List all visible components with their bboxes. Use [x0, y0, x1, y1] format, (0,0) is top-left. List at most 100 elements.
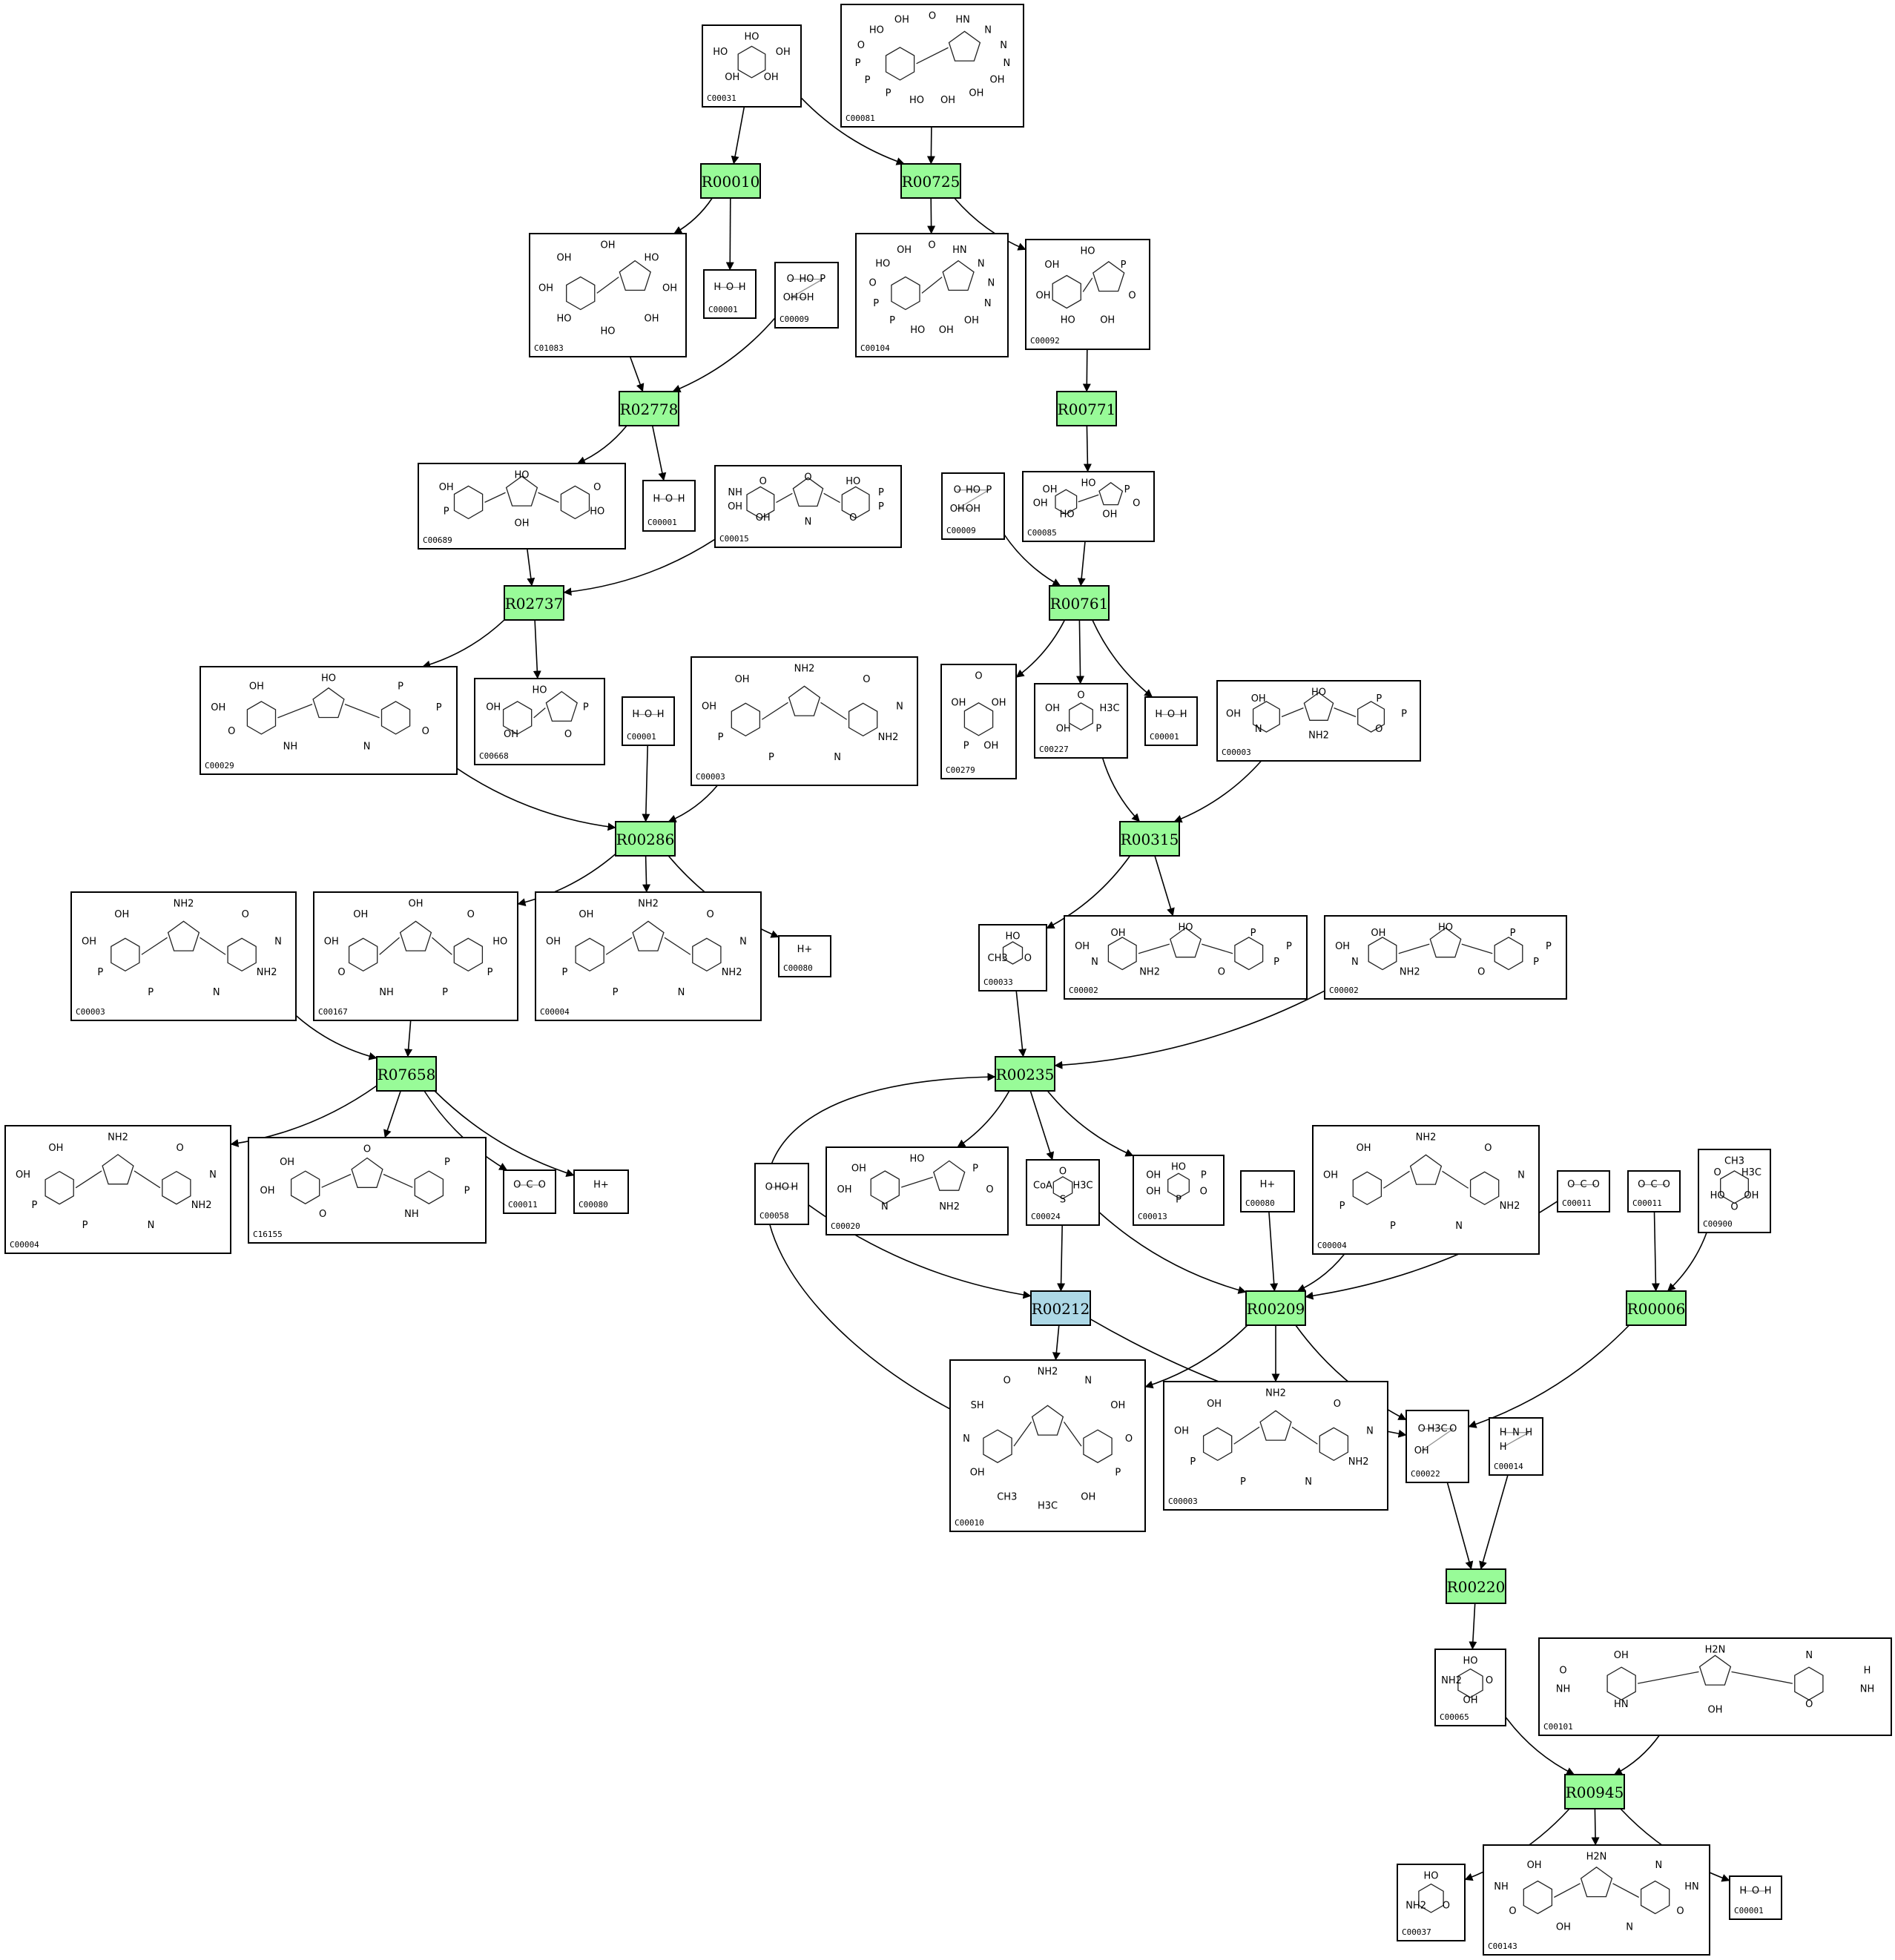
reaction-box[interactable] — [700, 163, 761, 199]
reaction-node[interactable]: R00010 — [700, 163, 761, 199]
reaction-node[interactable]: R00945 — [1564, 1774, 1625, 1809]
compound-box[interactable] — [702, 24, 802, 108]
compound-box[interactable] — [474, 678, 605, 765]
compound-box[interactable] — [1216, 680, 1421, 762]
compound-box[interactable] — [1405, 1410, 1469, 1483]
compound-box[interactable] — [70, 891, 297, 1021]
compound-box[interactable] — [1133, 1155, 1225, 1226]
compound-box[interactable] — [1434, 1649, 1506, 1726]
compound-box[interactable] — [825, 1146, 1009, 1235]
reaction-node[interactable]: R00771 — [1056, 391, 1117, 426]
compound-box[interactable] — [1729, 1875, 1782, 1920]
compound-box[interactable] — [622, 696, 675, 746]
compound-box[interactable] — [1627, 1170, 1681, 1212]
reaction-node[interactable]: R00286 — [615, 821, 676, 857]
reaction-box[interactable] — [1446, 1568, 1506, 1604]
compound-box[interactable] — [503, 1169, 556, 1214]
reaction-box[interactable] — [615, 821, 676, 857]
compound-box[interactable] — [691, 656, 918, 786]
reaction-node[interactable]: R00006 — [1626, 1290, 1687, 1326]
reaction-node[interactable]: R00235 — [995, 1056, 1055, 1092]
compound-box[interactable] — [1034, 683, 1128, 759]
compound-box[interactable] — [840, 4, 1024, 128]
compound-box[interactable] — [978, 924, 1047, 991]
compound-node[interactable]: H+C00080 — [778, 935, 831, 977]
reaction-node[interactable]: R00315 — [1119, 821, 1180, 857]
compound-box[interactable] — [1022, 471, 1155, 542]
compound-node[interactable]: H+C00080 — [1240, 1170, 1295, 1212]
compound-box[interactable] — [1698, 1149, 1771, 1233]
reaction-box[interactable] — [1626, 1290, 1687, 1326]
compound-box[interactable] — [1163, 1381, 1388, 1511]
compound-box[interactable] — [1026, 1159, 1100, 1226]
compound-box[interactable] — [535, 891, 762, 1021]
reaction-box[interactable] — [376, 1056, 437, 1092]
reaction-box[interactable] — [1056, 391, 1117, 426]
reaction-box[interactable] — [1119, 821, 1180, 857]
compound-box[interactable] — [754, 1163, 809, 1225]
reaction-node[interactable]: R00761 — [1049, 585, 1110, 621]
compound-box[interactable] — [949, 1359, 1146, 1532]
compound-box[interactable] — [1025, 239, 1150, 350]
reaction-box[interactable] — [1564, 1774, 1625, 1809]
compound-box[interactable] — [248, 1137, 487, 1244]
compound-box[interactable] — [778, 935, 831, 977]
compound-box[interactable] — [1557, 1170, 1610, 1212]
reaction-node[interactable]: R00212 — [1030, 1290, 1091, 1326]
reaction-node[interactable]: R02778 — [619, 391, 679, 426]
reaction-box[interactable] — [619, 391, 679, 426]
compound-box[interactable] — [642, 480, 696, 532]
reaction-box[interactable] — [995, 1056, 1055, 1092]
compound-box[interactable] — [940, 664, 1017, 779]
reaction-node[interactable]: R00220 — [1446, 1568, 1506, 1604]
reaction-box[interactable] — [504, 585, 564, 621]
compound-box[interactable] — [1489, 1417, 1543, 1476]
compound-box[interactable] — [1240, 1170, 1295, 1212]
reaction-node[interactable]: R02737 — [504, 585, 564, 621]
compound-box[interactable] — [1312, 1125, 1540, 1255]
reaction-box[interactable] — [900, 163, 961, 199]
compound-box[interactable] — [941, 472, 1005, 540]
reaction-node[interactable]: R00209 — [1245, 1290, 1306, 1326]
compound-box[interactable] — [1397, 1864, 1466, 1941]
reaction-node[interactable]: R00725 — [900, 163, 961, 199]
compound-box[interactable] — [774, 262, 839, 329]
compound-box[interactable] — [703, 269, 757, 319]
reaction-box[interactable] — [1030, 1290, 1091, 1326]
compound-box[interactable] — [1538, 1637, 1892, 1736]
reaction-box[interactable] — [1245, 1290, 1306, 1326]
